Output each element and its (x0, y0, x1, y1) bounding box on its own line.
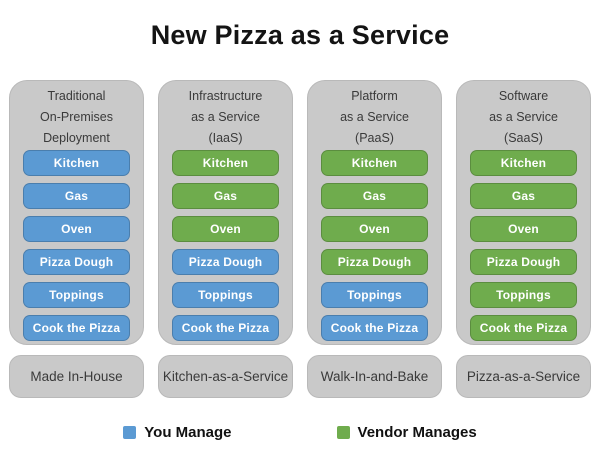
item-box-gas: Gas (321, 183, 428, 209)
item-box-toppings: Toppings (321, 282, 428, 308)
item-box-kitchen: Kitchen (321, 150, 428, 176)
column-header: Software as a Service (SaaS) (457, 85, 590, 149)
item-box-toppings: Toppings (172, 282, 279, 308)
column-header-line: (IaaS) (208, 130, 243, 145)
column-header-line: Platform (351, 88, 398, 103)
column-header-line: Software (498, 88, 549, 103)
legend-label-vendor-manages: Vendor Manages (357, 424, 477, 441)
legend: You Manage Vendor Manages (0, 424, 600, 441)
item-box-pizza-dough: Pizza Dough (470, 249, 577, 275)
item-box-cook-the-pizza: Cook the Pizza (172, 315, 279, 341)
legend-label-you-manage: You Manage (144, 424, 232, 441)
item-box-toppings: Toppings (470, 282, 577, 308)
item-box-cook-the-pizza: Cook the Pizza (23, 315, 130, 341)
item-box-toppings: Toppings (23, 282, 130, 308)
item-box-gas: Gas (470, 183, 577, 209)
you-manage-swatch-icon (123, 426, 137, 439)
item-box-oven: Oven (172, 216, 279, 242)
item-box-cook-the-pizza: Cook the Pizza (321, 315, 428, 341)
item-box-gas: Gas (172, 183, 279, 209)
column-header-line: Traditional (47, 88, 106, 103)
item-box-oven: Oven (321, 216, 428, 242)
item-box-pizza-dough: Pizza Dough (23, 249, 130, 275)
category-label: Pizza-as-a-Service (456, 355, 591, 398)
category-label: Kitchen-as-a-Service (158, 355, 293, 398)
category-label: Walk-In-and-Bake (307, 355, 442, 398)
item-box-cook-the-pizza: Cook the Pizza (470, 315, 577, 341)
item-box-kitchen: Kitchen (172, 150, 279, 176)
category-label: Made In-House (9, 355, 144, 398)
column-header-line: as a Service (191, 109, 260, 124)
service-column-panel: Infrastructure as a Service (IaaS) Kitchen… (158, 80, 293, 345)
column-header: Platform as a Service (PaaS) (308, 85, 441, 149)
item-box-gas: Gas (23, 183, 130, 209)
service-column-2: Infrastructure as a Service (IaaS) Kitchen… (158, 80, 293, 398)
column-header-line: Infrastructure (188, 88, 263, 103)
item-box-oven: Oven (470, 216, 577, 242)
item-box-pizza-dough: Pizza Dough (321, 249, 428, 275)
column-header-line: (PaaS) (355, 130, 394, 145)
column-header-line: (SaaS) (504, 130, 543, 145)
legend-item-vendor-manages: Vendor Manages (336, 424, 477, 441)
vendor-manages-swatch-icon (336, 426, 350, 439)
page-title: New Pizza as a Service (150, 20, 450, 50)
column-header: Infrastructure as a Service (IaaS) (159, 85, 292, 149)
item-box-pizza-dough: Pizza Dough (172, 249, 279, 275)
column-header-line: On-Premises (40, 109, 113, 124)
column-header-line: as a Service (340, 109, 409, 124)
column-header-line: Deployment (43, 130, 110, 145)
item-box-kitchen: Kitchen (470, 150, 577, 176)
item-box-oven: Oven (23, 216, 130, 242)
legend-item-you-manage: You Manage (123, 424, 232, 441)
column-header-line: as a Service (489, 109, 558, 124)
item-box-kitchen: Kitchen (23, 150, 130, 176)
